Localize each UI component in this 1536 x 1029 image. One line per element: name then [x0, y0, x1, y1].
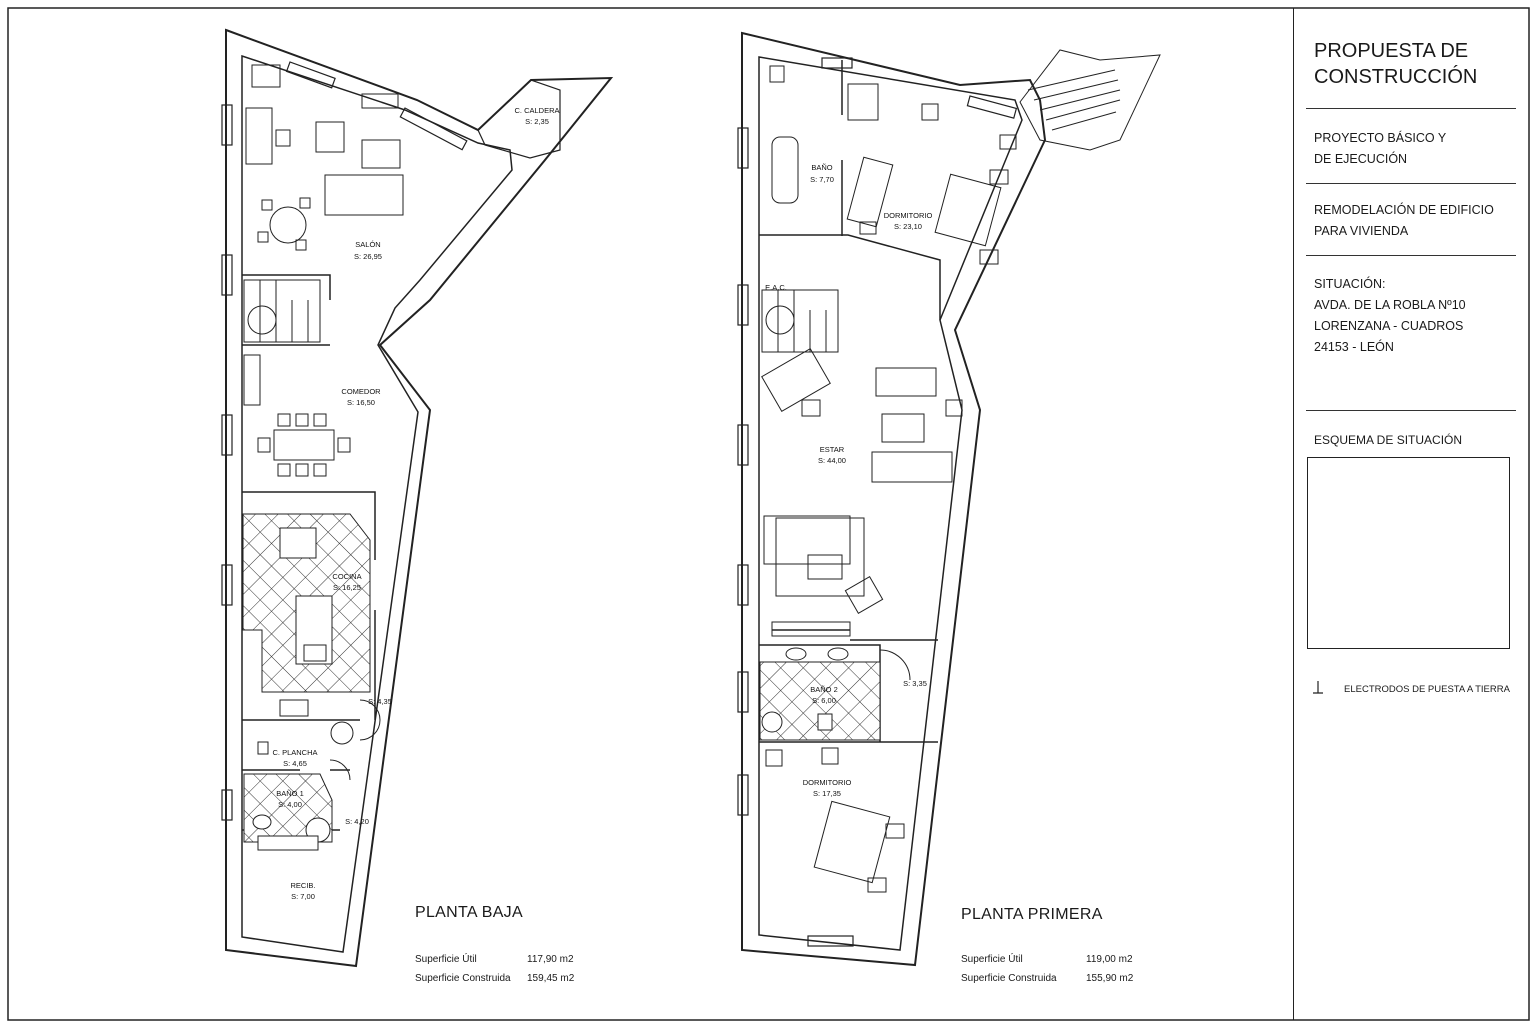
divider [1306, 410, 1516, 411]
useful-area-value: 117,90 m2 [527, 954, 574, 965]
room-area-caldera: S: 2,35 [525, 117, 549, 126]
project-line-1: PROYECTO BÁSICO Y [1314, 131, 1447, 145]
work-line-1: REMODELACIÓN DE EDIFICIO [1314, 203, 1494, 217]
room-name-bano2: BAÑO 2 [810, 685, 838, 694]
room-name-dormitorio-1: DORMITORIO [884, 211, 933, 220]
divider [1306, 183, 1516, 184]
divider [1306, 108, 1516, 109]
divider [1306, 255, 1516, 256]
grounding-electrode-icon [1313, 681, 1323, 694]
room-area-estar: S: 44,00 [818, 456, 846, 465]
room-area-bano: S: 7,70 [810, 175, 834, 184]
room-area-dormitorio-2: S: 17,35 [813, 789, 841, 798]
room-area-recib: S: 7,00 [291, 892, 315, 901]
ground-floor-areas: Superficie Útil 117,90 m2 Superficie Cons… [415, 950, 587, 988]
room-name-salon: SALÓN [355, 240, 380, 249]
location-label: SITUACIÓN: [1314, 277, 1386, 291]
room-labels: SALÓN S: 26,95 C. CALDERA S: 2,35 COMEDO… [272, 106, 932, 901]
room-area-landing: S: 3,35 [903, 679, 927, 688]
useful-area-label: Superficie Útil [415, 954, 477, 965]
location: SITUACIÓN: AVDA. DE LA ROBLA Nº10 LORENZ… [1314, 274, 1466, 358]
room-name-bano1: BAÑO 1 [276, 789, 304, 798]
room-name-caldera: C. CALDERA [514, 106, 559, 115]
room-name-cocina: COCINA [332, 572, 361, 581]
room-area-cocina: S: 16,25 [333, 583, 361, 592]
built-area-value: 159,45 m2 [527, 973, 575, 984]
location-line-2: LORENZANA - CUADROS [1314, 319, 1464, 333]
room-area-hall: S: 4,35 [368, 697, 392, 706]
title-heading: PROPUESTA DE CONSTRUCCIÓN [1314, 38, 1477, 90]
room-name-plancha: C. PLANCHA [272, 748, 317, 757]
project-line-2: DE EJECUCIÓN [1314, 152, 1408, 166]
room-area-dormitorio-1: S: 23,10 [894, 222, 922, 231]
location-line-1: AVDA. DE LA ROBLA Nº10 [1314, 298, 1466, 312]
room-area-plancha: S: 4,65 [283, 759, 307, 768]
first-floor-areas: Superficie Útil 119,00 m2 Superficie Cons… [961, 950, 1146, 988]
scheme-label: ESQUEMA DE SITUACIÓN [1314, 433, 1463, 447]
first-floor-plan [737, 31, 1161, 967]
location-line-3: 24153 - LEÓN [1314, 340, 1394, 354]
work-description: REMODELACIÓN DE EDIFICIO PARA VIVIENDA [1314, 200, 1494, 242]
heading-line-1: PROPUESTA DE [1314, 40, 1469, 62]
room-area-bano2: S: 6,00 [812, 696, 836, 705]
room-name-eac: E.A.C. [765, 283, 787, 292]
legend-label: ELECTRODOS DE PUESTA A TIERRA [1344, 683, 1510, 695]
location-scheme-box [1307, 457, 1510, 649]
built-area-label: Superficie Construida [415, 973, 511, 984]
first-floor-title: PLANTA PRIMERA [961, 906, 1103, 923]
heading-line-2: CONSTRUCCIÓN [1314, 66, 1478, 88]
legend-electrodes: ELECTRODOS DE PUESTA A TIERRA [1312, 679, 1510, 699]
room-area-passage: S: 4,20 [345, 817, 369, 826]
room-name-comedor: COMEDOR [341, 387, 381, 396]
ground-floor-plan [221, 28, 614, 968]
built-area-value: 155,90 m2 [1086, 973, 1134, 984]
room-area-salon: S: 26,95 [354, 252, 382, 261]
work-line-2: PARA VIVIENDA [1314, 224, 1409, 238]
room-area-bano1: S: 4,00 [278, 800, 302, 809]
room-name-dormitorio-2: DORMITORIO [803, 778, 852, 787]
built-area-label: Superficie Construida [961, 973, 1057, 984]
room-name-recib: RECIB. [290, 881, 315, 890]
room-area-comedor: S: 16,50 [347, 398, 375, 407]
useful-area-value: 119,00 m2 [1086, 954, 1133, 965]
title-block: PROPUESTA DE CONSTRUCCIÓN PROYECTO BÁSIC… [1293, 8, 1530, 1020]
room-name-bano: BAÑO [811, 163, 832, 172]
room-name-estar: ESTAR [820, 445, 845, 454]
sheet-border [7, 7, 1530, 1021]
useful-area-label: Superficie Útil [961, 954, 1023, 965]
project-type: PROYECTO BÁSICO Y DE EJECUCIÓN [1314, 128, 1446, 170]
ground-floor-title: PLANTA BAJA [415, 904, 523, 921]
